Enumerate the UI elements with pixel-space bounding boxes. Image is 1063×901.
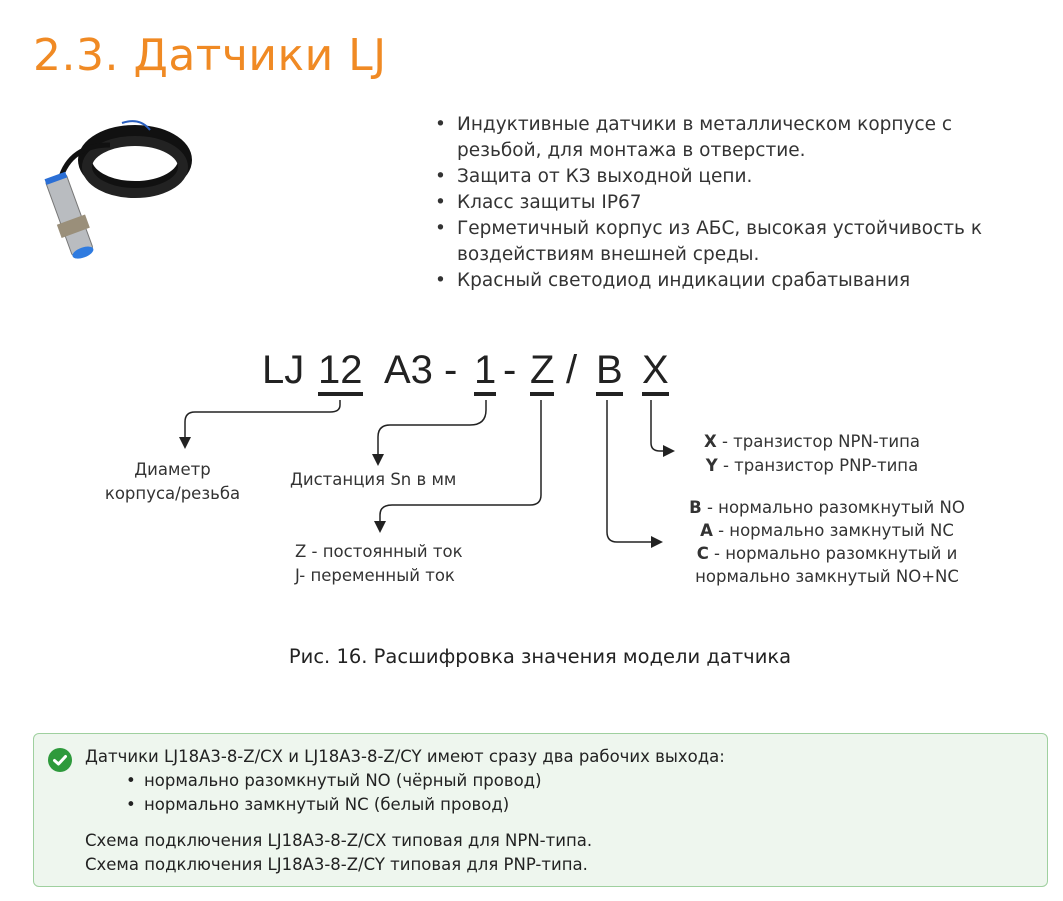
note-item-text: нормально замкнутый NC (белый провод) bbox=[144, 795, 510, 814]
code-slash: / bbox=[566, 348, 578, 392]
key: C bbox=[696, 544, 709, 563]
bullet: • bbox=[126, 795, 136, 814]
label-line: Диаметр bbox=[134, 460, 211, 479]
feature-item: • Герметичный корпус из АБС, высокая усто… bbox=[435, 218, 982, 239]
note-pnp: Схема подключения LJ18A3-8-Z/CY типовая … bbox=[85, 855, 588, 874]
bullet: • bbox=[435, 114, 446, 135]
label-line: C - нормально разомкнутый и bbox=[672, 542, 982, 565]
label-line: A - нормально замкнутый NC bbox=[672, 519, 982, 542]
feature-item: • Красный светодиод индикации срабатывани… bbox=[435, 270, 910, 291]
feature-item: • Класс защиты IP67 bbox=[435, 192, 642, 213]
note-item: • нормально разомкнутый NO (чёрный провод… bbox=[126, 771, 542, 790]
label-line: J- переменный ток bbox=[295, 566, 455, 585]
sensor-photo bbox=[44, 120, 192, 259]
code-transistor: X bbox=[642, 348, 669, 396]
feature-item: • Защита от КЗ выходной цепи. bbox=[435, 166, 752, 187]
key: X bbox=[704, 432, 717, 451]
feature-item-cont: воздействиям внешней среды. bbox=[457, 244, 760, 265]
check-circle-icon bbox=[48, 748, 72, 772]
code-series: LJ bbox=[262, 348, 305, 392]
note-item-text: нормально разомкнутый NO (чёрный провод) bbox=[144, 771, 542, 790]
code-type: A3 bbox=[384, 348, 433, 392]
feature-item: • Индуктивные датчики в металлическом кор… bbox=[435, 114, 952, 135]
text: - нормально замкнутый NC bbox=[712, 521, 954, 540]
label-line: корпуса/резьба bbox=[104, 484, 241, 503]
code-diameter: 12 bbox=[318, 348, 363, 396]
arrow-transistor bbox=[650, 400, 675, 457]
label-transistor: X - транзистор NPN-типа Y - транзистор P… bbox=[672, 430, 952, 478]
key: Y bbox=[705, 456, 718, 475]
note-npn: Схема подключения LJ18A3-8-Z/CX типовая … bbox=[85, 831, 593, 850]
feature-text: Защита от КЗ выходной цепи. bbox=[457, 166, 753, 187]
note-intro: Датчики LJ18A3-8-Z/CX и LJ18A3-8-Z/CY им… bbox=[85, 747, 725, 766]
label-current: Z - постоянный ток J- переменный ток bbox=[295, 540, 463, 588]
note-item: • нормально замкнутый NC (белый провод) bbox=[126, 795, 509, 814]
label-line: B - нормально разомкнутый NO bbox=[672, 496, 982, 519]
feature-text: Класс защиты IP67 bbox=[457, 192, 642, 213]
section-title: 2.3. Датчики LJ bbox=[33, 30, 387, 81]
key: A bbox=[700, 521, 713, 540]
text: - нормально разомкнутый и bbox=[708, 544, 958, 563]
label-line: Y - транзистор PNP-типа bbox=[672, 454, 952, 478]
code-dash: - bbox=[503, 348, 517, 392]
feature-item-cont: резьбой, для монтажа в отверстие. bbox=[457, 140, 806, 161]
code-dash: - bbox=[444, 348, 458, 392]
bullet: • bbox=[435, 270, 446, 291]
arrow-current bbox=[374, 400, 542, 533]
note-box: Датчики LJ18A3-8-Z/CX и LJ18A3-8-Z/CY им… bbox=[33, 733, 1048, 887]
text: - транзистор PNP-типа bbox=[717, 456, 919, 475]
feature-text: Индуктивные датчики в металлическом корп… bbox=[457, 114, 953, 135]
label-output: B - нормально разомкнутый NO A - нормаль… bbox=[672, 496, 982, 588]
label-distance: Дистанция Sn в мм bbox=[290, 470, 457, 489]
text: - транзистор NPN-типа bbox=[716, 432, 920, 451]
bullet: • bbox=[435, 192, 446, 213]
label-line: Z - постоянный ток bbox=[295, 542, 463, 561]
bullet: • bbox=[435, 218, 446, 239]
key: B bbox=[689, 498, 702, 517]
arrow-diameter bbox=[179, 400, 341, 449]
code-current: Z bbox=[530, 348, 555, 396]
arrow-distance bbox=[372, 400, 487, 466]
feature-text: Красный светодиод индикации срабатывания bbox=[457, 270, 911, 291]
label-line: нормально замкнутый NO+NC bbox=[695, 567, 959, 586]
code-output: B bbox=[596, 348, 623, 396]
text: - нормально разомкнутый NO bbox=[701, 498, 965, 517]
bullet: • bbox=[126, 771, 136, 790]
arrow-output bbox=[606, 400, 663, 548]
bullet: • bbox=[435, 166, 446, 187]
code-distance: 1 bbox=[474, 348, 497, 396]
feature-text: Герметичный корпус из АБС, высокая устой… bbox=[457, 218, 983, 239]
label-diameter: Диаметр корпуса/резьба bbox=[100, 458, 245, 506]
figure-caption: Рис. 16. Расшифровка значения модели дат… bbox=[288, 645, 792, 668]
label-line: X - транзистор NPN-типа bbox=[672, 430, 952, 454]
